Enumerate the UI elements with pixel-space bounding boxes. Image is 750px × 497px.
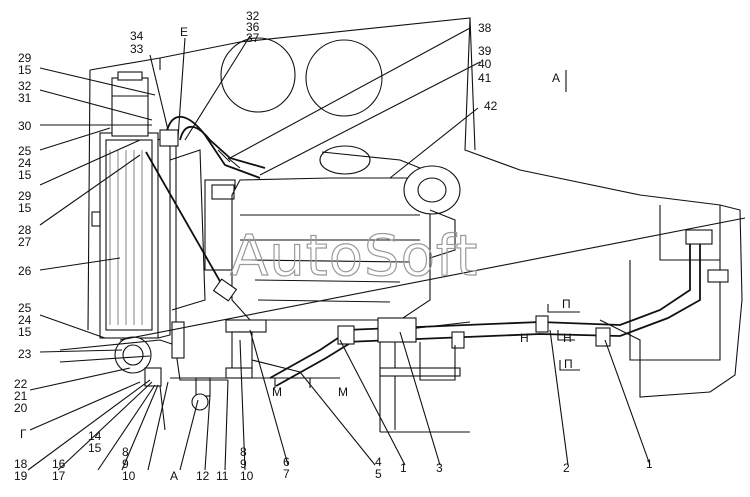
callout-5: 5 bbox=[375, 467, 382, 481]
callout-34: 34 bbox=[130, 29, 144, 43]
callout-28: 28 bbox=[18, 223, 32, 237]
water-pump-area bbox=[59, 321, 228, 431]
callout-6: 6 bbox=[283, 455, 290, 469]
callout-9a: 9 bbox=[122, 457, 129, 471]
marker-p1: П bbox=[562, 297, 571, 311]
view-marker-a: A bbox=[552, 71, 560, 85]
callout-8b: 8 bbox=[240, 445, 247, 459]
fan-shroud bbox=[169, 149, 236, 311]
turbocharger bbox=[403, 165, 461, 215]
callout-10b: 10 bbox=[240, 469, 254, 483]
callout-41: 41 bbox=[478, 71, 492, 85]
callout-39: 39 bbox=[478, 44, 492, 58]
callout-19: 19 bbox=[14, 469, 28, 483]
callout-3: 3 bbox=[436, 461, 443, 475]
callout-15c: 15 bbox=[18, 201, 32, 215]
callout-23: 23 bbox=[18, 347, 32, 361]
callout-1a: 1 bbox=[400, 461, 407, 475]
callout-17: 17 bbox=[52, 469, 66, 483]
callout-2: 2 bbox=[563, 461, 570, 475]
callout-9b: 9 bbox=[240, 457, 247, 471]
round-opening-left bbox=[220, 37, 296, 113]
callout-8a: 8 bbox=[122, 445, 129, 459]
round-opening-right bbox=[305, 39, 383, 117]
callout-15b: 15 bbox=[18, 168, 32, 182]
marker-n2: Н bbox=[563, 331, 572, 345]
radiator-core-hatching bbox=[109, 150, 143, 325]
callout-1b: 1 bbox=[646, 457, 653, 471]
callout-25b: 25 bbox=[18, 301, 32, 315]
callout-24a: 24 bbox=[18, 156, 32, 170]
callout-42: 42 bbox=[484, 99, 498, 113]
callout-30: 30 bbox=[18, 119, 32, 133]
callout-15a: 15 bbox=[18, 63, 32, 77]
callout-40: 40 bbox=[478, 57, 492, 71]
callout-27: 27 bbox=[18, 235, 32, 249]
callout-10a: 10 bbox=[122, 469, 136, 483]
callout-33: 33 bbox=[130, 42, 144, 56]
callout-22: 22 bbox=[14, 377, 28, 391]
callout-21: 21 bbox=[14, 389, 28, 403]
callout-labels: 34 33 E 32 36 37 38 39 40 41 42 29 15 32… bbox=[14, 9, 653, 483]
marker-m1: М bbox=[272, 385, 282, 399]
lower-hose bbox=[269, 325, 355, 387]
callout-15d: 15 bbox=[18, 325, 32, 339]
engine-block bbox=[211, 145, 461, 321]
callout-a-cyr: А bbox=[170, 469, 178, 483]
callout-g: Г bbox=[20, 427, 27, 441]
callout-24b: 24 bbox=[18, 313, 32, 327]
callout-15e: 15 bbox=[88, 441, 102, 455]
watermark: AutoSoft bbox=[230, 224, 479, 289]
callout-14: 14 bbox=[88, 429, 102, 443]
callout-26: 26 bbox=[18, 264, 32, 278]
callout-32: 32 bbox=[246, 9, 260, 23]
callout-25a: 25 bbox=[18, 144, 32, 158]
callout-11: 11 bbox=[216, 469, 229, 483]
callout-36: 36 bbox=[246, 20, 260, 34]
callout-38: 38 bbox=[478, 21, 492, 35]
callout-37: 37 bbox=[246, 31, 260, 45]
callout-31: 31 bbox=[18, 91, 32, 105]
callout-7: 7 bbox=[283, 467, 290, 481]
callout-4: 4 bbox=[375, 455, 382, 469]
stay-rod bbox=[145, 151, 238, 302]
callout-12: 12 bbox=[196, 469, 210, 483]
callout-16: 16 bbox=[52, 457, 66, 471]
coolant-lines bbox=[344, 229, 729, 349]
section-markers bbox=[274, 304, 580, 388]
leader-lines bbox=[27, 27, 746, 471]
callout-29a: 29 bbox=[18, 51, 32, 65]
callout-29b: 29 bbox=[18, 189, 32, 203]
marker-m2: М bbox=[338, 385, 348, 399]
callout-18: 18 bbox=[14, 457, 28, 471]
callout-20: 20 bbox=[14, 401, 28, 415]
callout-32b: 32 bbox=[18, 79, 32, 93]
marker-p2: П bbox=[564, 357, 573, 371]
callout-e: E bbox=[180, 25, 188, 39]
marker-n1: Н bbox=[520, 331, 529, 345]
